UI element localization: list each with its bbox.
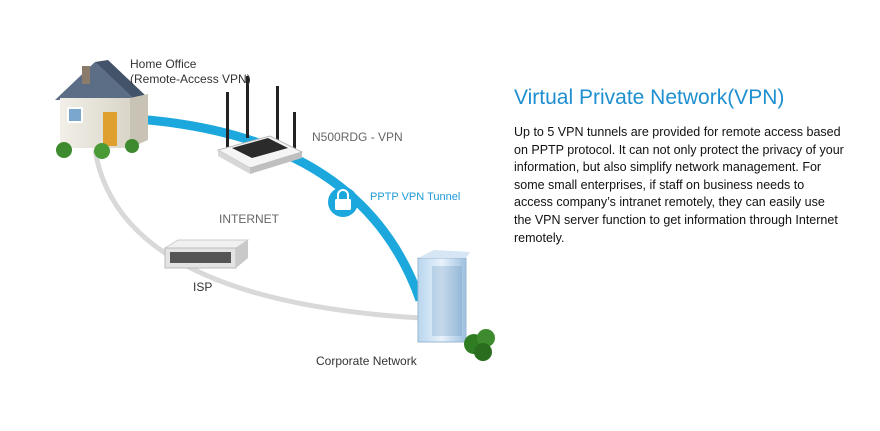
section-description: Up to 5 VPN tunnels are provided for rem…: [514, 125, 844, 245]
home-office-label: Home Office (Remote-Access VPN): [130, 57, 251, 86]
isp-server-icon: [163, 239, 250, 269]
isp-label: ISP: [193, 280, 213, 294]
section-title: Virtual Private Network(VPN): [514, 86, 785, 109]
internet-path: [92, 149, 421, 321]
house-icon: [55, 60, 148, 159]
tunnel-label: PPTP VPN Tunnel: [370, 191, 461, 203]
vpn-tunnel-path: [119, 113, 425, 302]
network-diagram: [55, 60, 495, 361]
router-icon: [216, 76, 304, 174]
corporate-network-label: Corporate Network: [316, 354, 417, 368]
lock-icon: [328, 187, 358, 217]
corporate-building-icon: [417, 250, 495, 361]
internet-label: INTERNET: [219, 212, 279, 226]
router-label: N500RDG - VPN: [312, 130, 403, 144]
